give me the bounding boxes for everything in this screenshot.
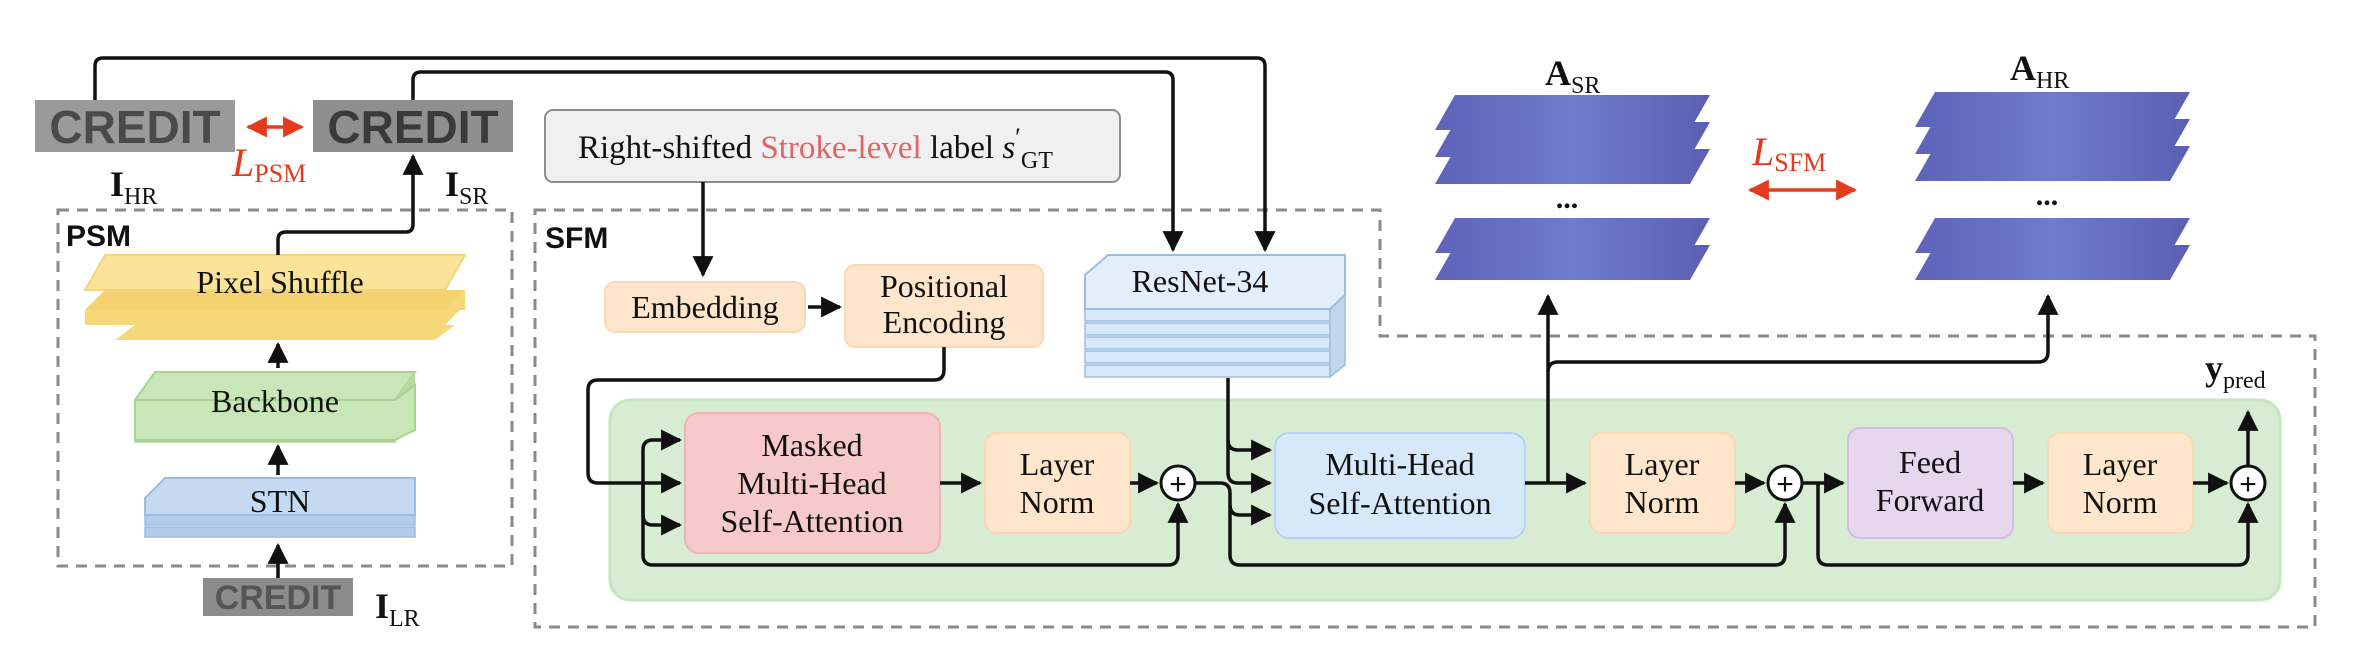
attention-maps-sr: ASR ... (1435, 53, 1710, 280)
attention-to-hr-maps-wire (1546, 293, 2059, 373)
input-split-upper (641, 429, 683, 483)
embedding-label: Embedding (631, 289, 779, 325)
add-node-3: + (2229, 464, 2267, 502)
sr-to-resnet-wire (411, 70, 1184, 253)
attention-sr-label: ASR (1545, 53, 1600, 99)
sr-label: ISR (445, 164, 488, 210)
layer-norm-3-label-1: Layer (2083, 446, 2158, 482)
resnet-to-mhsa-middle (1226, 440, 1273, 494)
psm-group-border (56, 208, 514, 568)
sr-image: CREDIT (313, 100, 513, 153)
sr-image-text: CREDIT (327, 101, 498, 153)
layer-norm-2-label-2: Norm (1625, 484, 1700, 520)
layer-norm-1-label-1: Layer (1020, 446, 1095, 482)
posenc-to-decoder-wire (586, 347, 946, 494)
attention-sr-ellipsis: ... (1556, 182, 1579, 215)
embedding-block (604, 281, 806, 333)
psm-loss-label: LPSM (231, 140, 306, 188)
add1-to-mhsa-wire (1195, 481, 1273, 526)
masked-mhsa-label-1: Masked (761, 427, 862, 463)
hr-to-resnet-wire (93, 56, 1276, 253)
mhsa-block (1274, 432, 1526, 539)
residual-2-wire (1228, 501, 1796, 567)
sfm-group-border (533, 208, 2317, 629)
positional-encoding-label-1: Positional (880, 268, 1008, 304)
lr-image-text: CREDIT (215, 579, 342, 617)
add-node-1: + (1159, 464, 1197, 502)
add-node-3-symbol: + (2239, 468, 2257, 501)
hr-image-text: CREDIT (49, 101, 220, 153)
stroke-label-box: Right-shifted Stroke-level label s′GT (544, 109, 1121, 183)
add-node-2-symbol: + (1776, 468, 1794, 501)
lr-image: CREDIT (203, 578, 353, 617)
add-node-1-symbol: + (1169, 468, 1187, 501)
residual-1-wire (641, 483, 1189, 567)
feed-forward-label-1: Feed (1899, 444, 1961, 480)
backbone-block: Backbone (133, 371, 417, 443)
stn-label: STN (250, 483, 310, 519)
sfm-title: SFM (545, 222, 608, 255)
mhsa-label-1: Multi-Head (1325, 446, 1474, 482)
add-node-2: + (1766, 464, 1804, 502)
attention-maps-hr: AHR ... (1915, 48, 2190, 280)
masked-mhsa-label-2: Multi-Head (737, 465, 886, 501)
shuffle-to-sr-arrow (276, 153, 424, 255)
layer-norm-1-label-2: Norm (1020, 484, 1095, 520)
stroke-label-text: Right-shifted Stroke-level label s′GT (578, 123, 1053, 174)
layer-norm-2-label-1: Layer (1625, 446, 1700, 482)
hr-image: CREDIT (35, 100, 235, 153)
positional-encoding-label-2: Encoding (883, 304, 1006, 340)
mhsa-label-2: Self-Attention (1308, 485, 1491, 521)
attention-hr-label: AHR (2010, 48, 2069, 94)
feed-forward-label-2: Forward (1876, 482, 1984, 518)
stn-block: STN (144, 477, 416, 538)
pixel-shuffle-block: Pixel Shuffle (83, 254, 467, 340)
sfm-loss-label: LSFM (1751, 129, 1826, 177)
psm-title: PSM (66, 220, 131, 253)
attention-hr-ellipsis: ... (2036, 179, 2059, 212)
residual-3-wire (1816, 483, 2259, 567)
resnet-label: ResNet-34 (1132, 263, 1269, 299)
masked-mhsa-label-3: Self-Attention (720, 503, 903, 539)
resnet-block: ResNet-34 (1084, 254, 1346, 379)
pixel-shuffle-label: Pixel Shuffle (196, 264, 363, 300)
lr-label: ILR (375, 586, 420, 632)
backbone-label: Backbone (211, 383, 339, 419)
output-label: ypred (2205, 348, 2266, 394)
layer-norm-3-label-2: Norm (2083, 484, 2158, 520)
hr-label: IHR (110, 164, 157, 210)
